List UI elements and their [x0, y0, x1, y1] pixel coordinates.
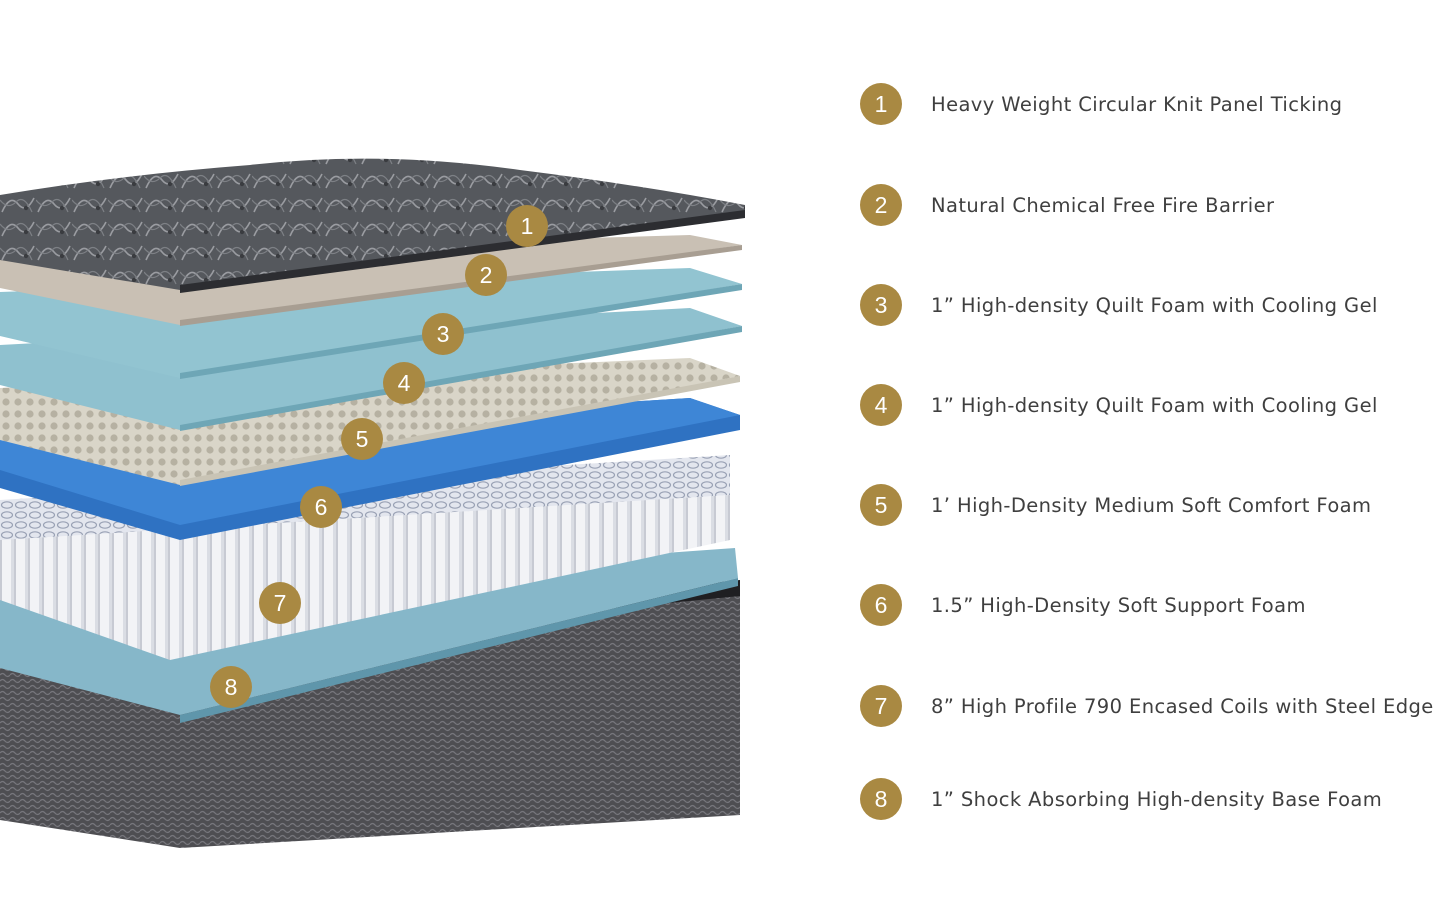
legend-label-2: Natural Chemical Free Fire Barrier: [931, 193, 1275, 217]
layer-legend: 1 Heavy Weight Circular Knit Panel Ticki…: [860, 0, 1433, 923]
legend-label-7: 8” High Profile 790 Encased Coils with S…: [931, 694, 1434, 718]
legend-badge-3: 3: [860, 284, 902, 326]
layer-marker-1: 1: [506, 205, 548, 247]
layer-marker-6-number: 6: [315, 494, 328, 520]
legend-item-5: 5 1’ High-Density Medium Soft Comfort Fo…: [860, 483, 1371, 527]
layer-marker-7-number: 7: [274, 590, 287, 616]
legend-badge-1: 1: [860, 83, 902, 125]
layer-marker-7: 7: [259, 582, 301, 624]
legend-label-6: 1.5” High-Density Soft Support Foam: [931, 593, 1306, 617]
legend-item-6: 6 1.5” High-Density Soft Support Foam: [860, 583, 1306, 627]
ticking-layer: [0, 158, 745, 290]
layer-marker-3-number: 3: [437, 321, 450, 347]
legend-badge-7: 7: [860, 685, 902, 727]
legend-item-2: 2 Natural Chemical Free Fire Barrier: [860, 183, 1274, 227]
layer-marker-5: 5: [341, 418, 383, 460]
layer-marker-1-number: 1: [521, 213, 534, 239]
layer-marker-8-number: 8: [225, 674, 238, 700]
legend-label-8: 1” Shock Absorbing High-density Base Foa…: [931, 787, 1383, 811]
legend-label-5: 1’ High-Density Medium Soft Comfort Foam: [931, 493, 1372, 517]
mattress-layer-diagram: 1 2 3 4 5 6 7 8: [0, 158, 745, 848]
legend-item-4: 4 1” High-density Quilt Foam with Coolin…: [860, 383, 1378, 427]
legend-label-4: 1” High-density Quilt Foam with Cooling …: [931, 393, 1378, 417]
legend-item-8: 8 1” Shock Absorbing High-density Base F…: [860, 777, 1382, 821]
legend-label-1: Heavy Weight Circular Knit Panel Ticking: [931, 92, 1343, 116]
layer-marker-3: 3: [422, 313, 464, 355]
layer-marker-5-number: 5: [356, 426, 369, 452]
layer-marker-8: 8: [210, 666, 252, 708]
layer-marker-4: 4: [383, 362, 425, 404]
layer-marker-4-number: 4: [398, 370, 411, 396]
legend-badge-6: 6: [860, 584, 902, 626]
legend-label-3: 1” High-density Quilt Foam with Cooling …: [931, 293, 1378, 317]
legend-badge-5: 5: [860, 484, 902, 526]
legend-item-1: 1 Heavy Weight Circular Knit Panel Ticki…: [860, 82, 1342, 126]
legend-badge-4: 4: [860, 384, 902, 426]
layer-marker-6: 6: [300, 486, 342, 528]
legend-item-3: 3 1” High-density Quilt Foam with Coolin…: [860, 283, 1378, 327]
layer-marker-2-number: 2: [480, 262, 493, 288]
legend-badge-2: 2: [860, 184, 902, 226]
legend-badge-8: 8: [860, 778, 902, 820]
layer-marker-2: 2: [465, 254, 507, 296]
legend-item-7: 7 8” High Profile 790 Encased Coils with…: [860, 684, 1434, 728]
